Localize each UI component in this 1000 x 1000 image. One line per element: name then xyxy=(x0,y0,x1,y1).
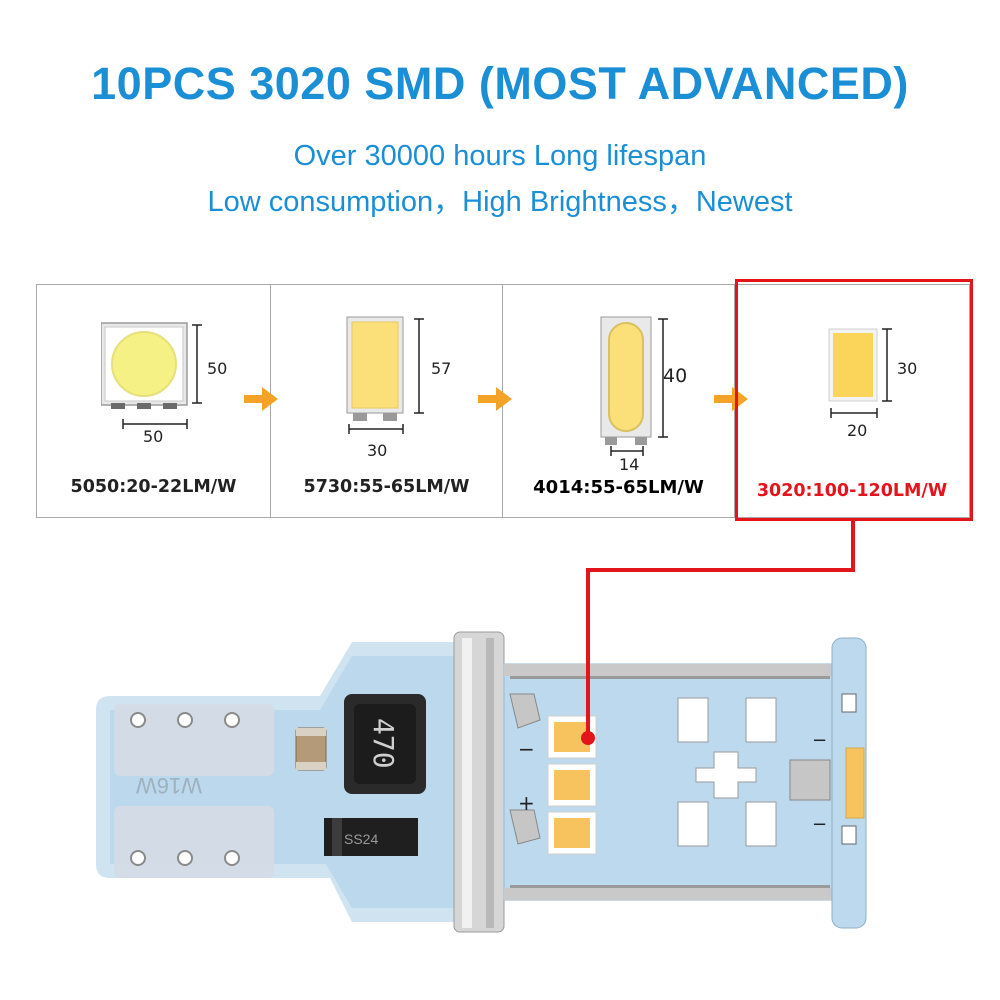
inductor-mark-text: 470 xyxy=(367,718,400,769)
led-comparison-table: 50 50 5050:20-22LM/W 57 30 5730:55-65LM/… xyxy=(36,284,970,518)
svg-text:−: − xyxy=(812,730,827,751)
comparison-cell-3020: 30 20 3020:100-120LM/W xyxy=(735,285,969,517)
dim-5730-width: 30 xyxy=(367,441,388,460)
dim-5050-height: 50 xyxy=(207,359,228,378)
comparison-cell-4014: 40 14 4014:55-65LM/W xyxy=(503,285,735,517)
headline: 10PCS 3020 SMD (MOST ADVANCED) xyxy=(91,58,909,109)
dim-5050-width: 50 xyxy=(143,427,164,446)
label-4014: 4014:55-65LM/W xyxy=(533,477,704,498)
plus-mark: + xyxy=(518,791,535,815)
dim-4014-width: 14 xyxy=(619,455,640,474)
arrow-right-icon xyxy=(478,387,512,411)
smd-5730-chip xyxy=(346,316,424,434)
subtitle-lifespan: Over 30000 hours Long lifespan xyxy=(293,140,707,172)
minus-mark: − xyxy=(518,737,535,761)
label-5050: 5050:20-22LM/W xyxy=(70,477,237,497)
label-5730: 5730:55-65LM/W xyxy=(303,477,470,497)
arrow-right-icon xyxy=(714,387,748,411)
dim-4014-height: 40 xyxy=(663,365,688,387)
svg-text:−: − xyxy=(812,814,827,835)
dim-3020-height: 30 xyxy=(897,359,918,378)
dim-5730-height: 57 xyxy=(431,359,452,378)
comparison-cell-5050: 50 50 5050:20-22LM/W xyxy=(37,285,271,517)
smd-3020-chip xyxy=(828,328,892,418)
smd-5050-chip xyxy=(101,322,202,429)
comparison-cell-5730: 57 30 5730:55-65LM/W xyxy=(271,285,503,517)
label-3020: 3020:100-120LM/W xyxy=(756,481,948,501)
highlight-box-3020 xyxy=(735,279,973,521)
subtitle-features: Low consumption，High Brightness，Newest xyxy=(207,186,793,218)
smd-4014-chip xyxy=(600,316,668,456)
diode-mark-text: SS24 xyxy=(344,831,378,847)
arrow-right-icon xyxy=(244,387,278,411)
led-column xyxy=(547,715,597,855)
dim-3020-width: 20 xyxy=(847,421,868,440)
base-mark-text: W16W xyxy=(136,773,202,798)
